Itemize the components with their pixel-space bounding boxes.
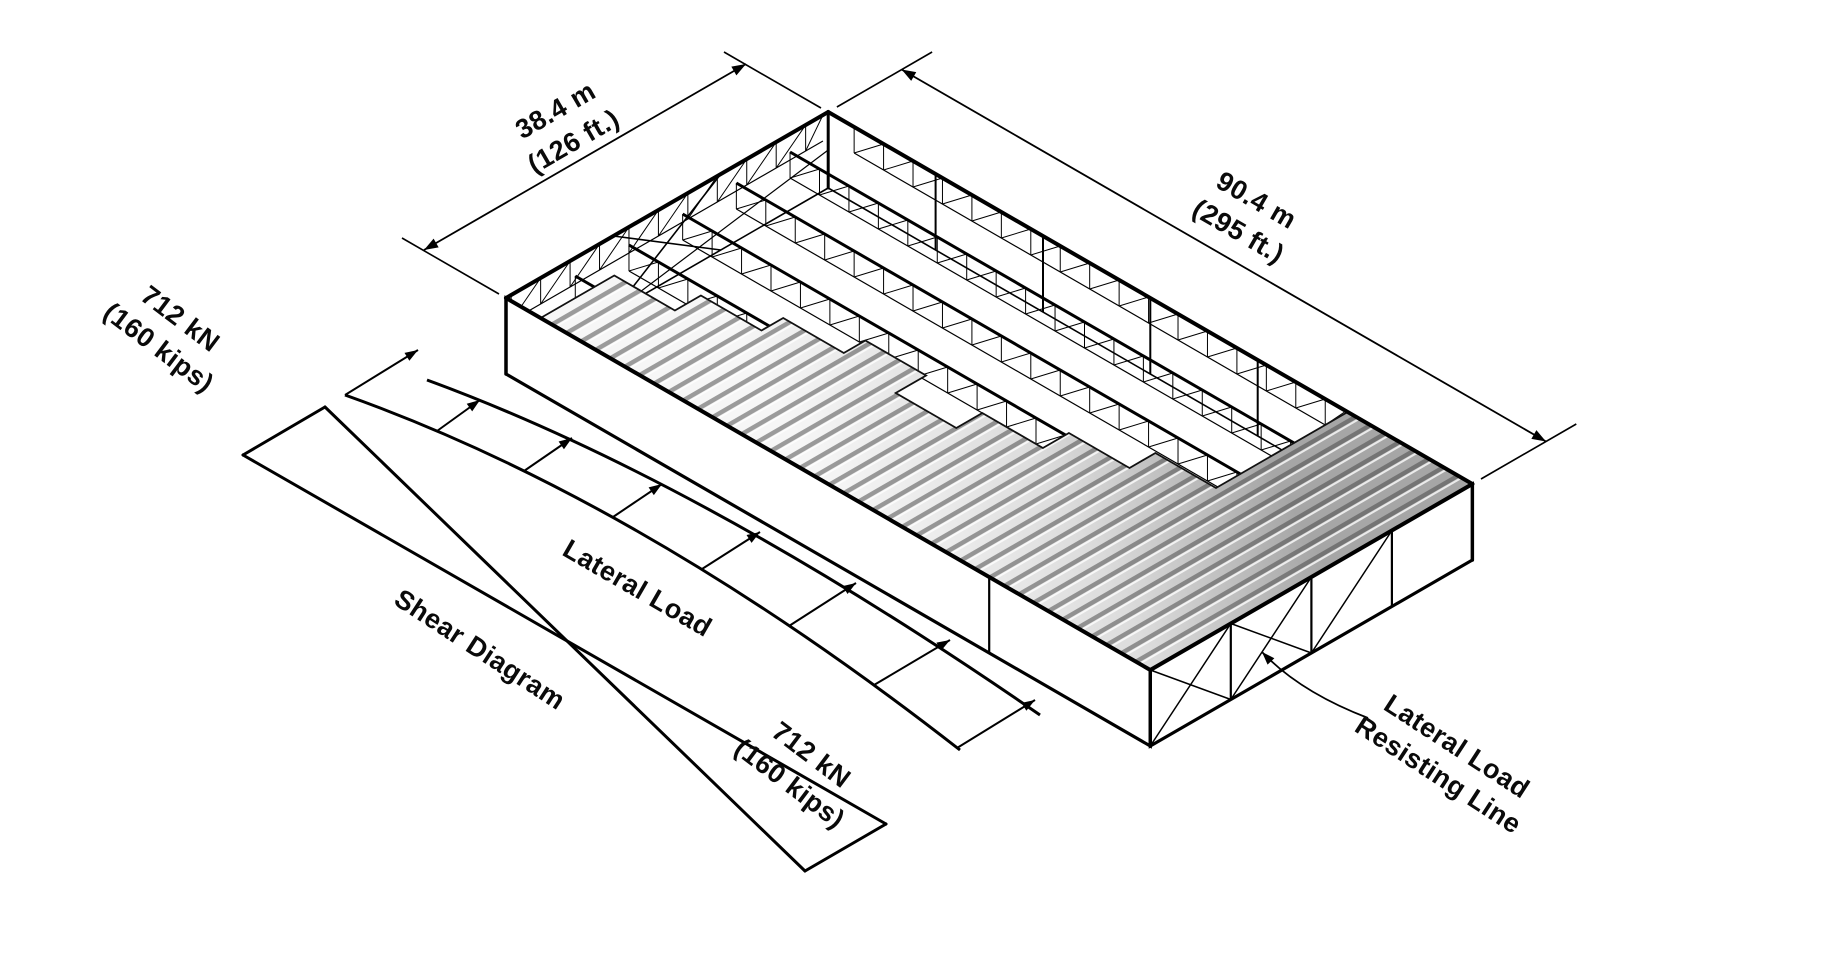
shear-hypotenuse: [323, 405, 807, 873]
arrowheads: [424, 64, 1546, 665]
dim-length-line: [901, 68, 1547, 443]
shear-right-value-edge: [803, 822, 888, 873]
shear-left-value-edge: [241, 405, 327, 457]
corrugated-metal-deck: [538, 274, 1475, 672]
back-wall-posts: [934, 174, 1259, 436]
shear-diagram-label: Shear Diagram: [389, 583, 571, 716]
svg-text:Lateral Load: Lateral Load: [558, 534, 717, 643]
dim-length-ext-left: [836, 51, 933, 108]
load-band-lower-line: [344, 393, 961, 752]
dim-width-ext-left: [401, 237, 500, 295]
dim-length-ext-right: [1480, 423, 1577, 480]
svg-text:Shear Diagram: Shear Diagram: [389, 583, 571, 716]
dim-width-label: 38.4 m (126 ft.): [510, 75, 624, 179]
reaction-right-label: 712 kN (160 kips): [729, 716, 856, 835]
reaction-left-label: 712 kN (160 kips): [98, 280, 225, 399]
dim-width-ext-right: [723, 51, 822, 109]
resisting-line-callout: Lateral Load Resisting Line: [1261, 651, 1535, 840]
resisting-line-label: Lateral Load Resisting Line: [1350, 689, 1535, 840]
deck-rib-stripes: [538, 274, 1475, 672]
right-end-wall-x-braces: [1149, 530, 1393, 747]
lateral-load-label: Lateral Load: [558, 534, 717, 643]
dim-width-line: [423, 63, 747, 251]
shear-diagram: [241, 405, 888, 873]
lateral-load-arrows: [344, 349, 1036, 749]
dim-length-label: 90.4 m (295 ft.): [1187, 165, 1301, 269]
building-outline-edges: [504, 110, 1475, 748]
right-end-wall-posts: [1229, 530, 1394, 700]
load-band-upper-line: [426, 378, 1041, 717]
